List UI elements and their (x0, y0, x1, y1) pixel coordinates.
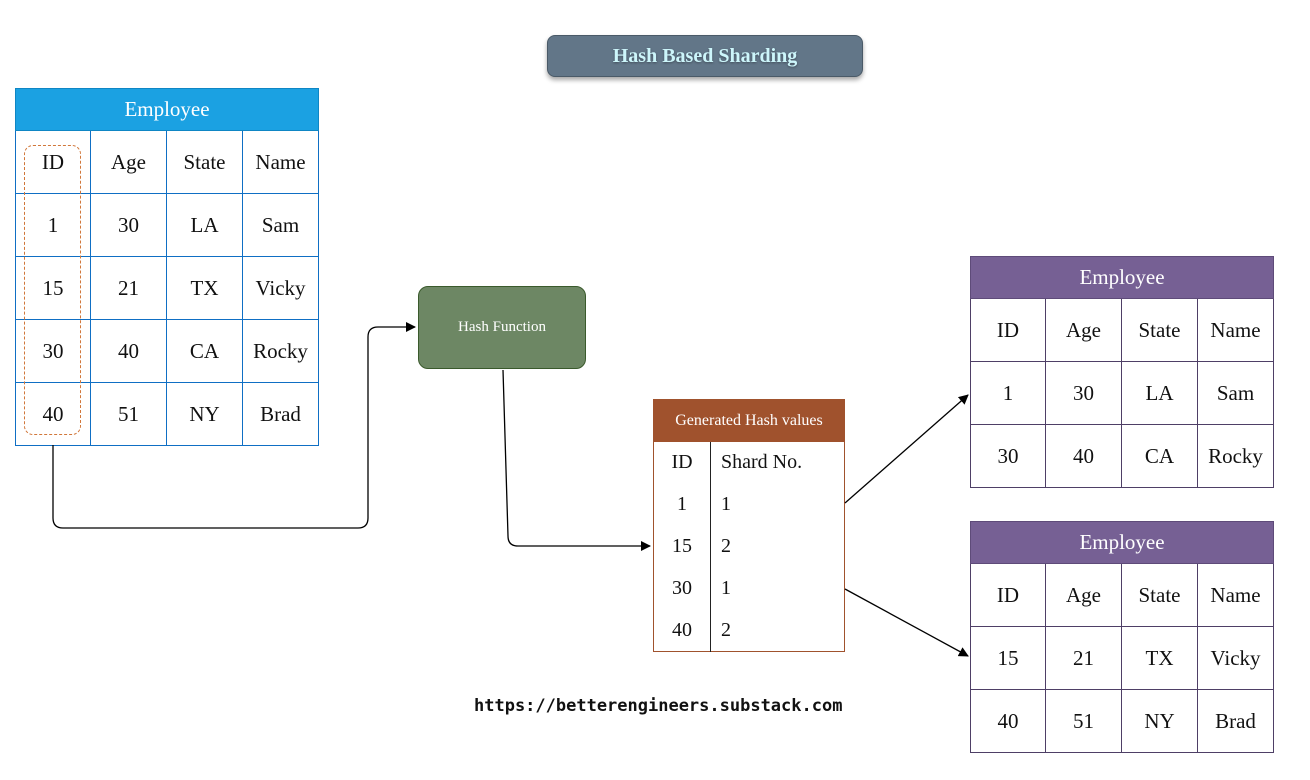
column-header: Name (1196, 563, 1275, 627)
column-header: State (166, 130, 243, 194)
table-row: 1 30 LA Sam (15, 193, 320, 257)
table-cell: 1 (15, 193, 91, 257)
table-cell: NY (166, 382, 243, 446)
column-header: State (1121, 298, 1198, 362)
table-cell: 30 (1045, 361, 1122, 425)
column-header: ID (671, 451, 693, 473)
column-header: Name (241, 130, 320, 194)
column-header: Age (1045, 563, 1122, 627)
table-cell: Vicky (241, 256, 320, 320)
diagram-title: Hash Based Sharding (547, 35, 863, 77)
table-cell: 21 (1045, 626, 1122, 690)
table-cell: 1 (970, 361, 1046, 425)
table-cell: 51 (90, 382, 167, 446)
table-cell: Rocky (1196, 424, 1275, 488)
column-header: ID (970, 298, 1046, 362)
column-header: State (1121, 563, 1198, 627)
column-header: ID (970, 563, 1046, 627)
table-cell: 40 (15, 382, 91, 446)
table-cell: 40 (672, 619, 692, 641)
table-cell: 2 (721, 535, 731, 557)
table-cell: LA (1121, 361, 1198, 425)
table-row: 15 21 TX Vicky (15, 256, 320, 320)
generated-hash-values-table: Generated Hash values ID Shard No. 1 1 1… (653, 399, 845, 652)
table-cell: 1 (677, 493, 687, 515)
arrow-values-to-shard-1 (844, 394, 969, 504)
table-cell: LA (166, 193, 243, 257)
table-row: 30 40 CA Rocky (15, 319, 320, 383)
table-cell: 30 (90, 193, 167, 257)
table-cell: 40 (1045, 424, 1122, 488)
table-row: 15 2 (654, 526, 844, 568)
table-cell: 30 (672, 577, 692, 599)
table-header-row: ID Age State Name (15, 130, 320, 194)
column-header: Age (90, 130, 167, 194)
table-cell: TX (1121, 626, 1198, 690)
table-cell: 1 (721, 577, 731, 599)
table-cell: 1 (721, 493, 731, 515)
column-header: Name (1196, 298, 1275, 362)
table-header-row: ID Age State Name (970, 563, 1275, 627)
column-header: Age (1045, 298, 1122, 362)
hash-values-header-row: ID Shard No. (654, 442, 844, 484)
table-row: 15 21 TX Vicky (970, 626, 1275, 690)
source-table-title: Employee (14, 88, 320, 131)
table-cell: 2 (721, 619, 731, 641)
shard-table-title: Employee (969, 521, 1275, 564)
column-divider (710, 442, 711, 652)
table-cell: TX (166, 256, 243, 320)
table-row: 40 2 (654, 610, 844, 652)
shard-2-employee-table: Employee ID Age State Name 15 21 TX Vick… (969, 521, 1275, 753)
column-header: ID (15, 130, 91, 194)
footer-url: https://betterengineers.substack.com (474, 696, 843, 716)
arrow-values-to-shard-2 (844, 588, 969, 657)
table-cell: Rocky (241, 319, 320, 383)
column-header: Shard No. (721, 451, 803, 473)
hash-function-node: Hash Function (418, 286, 586, 369)
table-cell: 40 (90, 319, 167, 383)
table-row: 30 40 CA Rocky (970, 424, 1275, 488)
table-cell: 21 (90, 256, 167, 320)
table-cell: 15 (15, 256, 91, 320)
table-cell: 30 (970, 424, 1046, 488)
table-cell: 51 (1045, 689, 1122, 753)
table-row: 1 30 LA Sam (970, 361, 1275, 425)
table-cell: Brad (1196, 689, 1275, 753)
hash-function-label: Hash Function (458, 319, 546, 335)
table-cell: NY (1121, 689, 1198, 753)
hash-values-title: Generated Hash values (654, 400, 844, 442)
source-employee-table: Employee ID Age State Name 1 30 LA Sam 1… (14, 88, 320, 446)
shard-table-title: Employee (969, 256, 1275, 299)
table-cell: CA (1121, 424, 1198, 488)
table-cell: 15 (672, 535, 692, 557)
table-cell: Sam (1196, 361, 1275, 425)
table-cell: Vicky (1196, 626, 1275, 690)
table-cell: 30 (15, 319, 91, 383)
table-row: 40 51 NY Brad (15, 382, 320, 446)
table-row: 30 1 (654, 568, 844, 610)
table-header-row: ID Age State Name (970, 298, 1275, 362)
table-row: 1 1 (654, 484, 844, 526)
arrow-hash-function-to-values (502, 369, 651, 551)
shard-1-employee-table: Employee ID Age State Name 1 30 LA Sam 3… (969, 256, 1275, 488)
table-cell: Brad (241, 382, 320, 446)
table-cell: 15 (970, 626, 1046, 690)
table-cell: Sam (241, 193, 320, 257)
table-cell: 40 (970, 689, 1046, 753)
table-row: 40 51 NY Brad (970, 689, 1275, 753)
table-cell: CA (166, 319, 243, 383)
